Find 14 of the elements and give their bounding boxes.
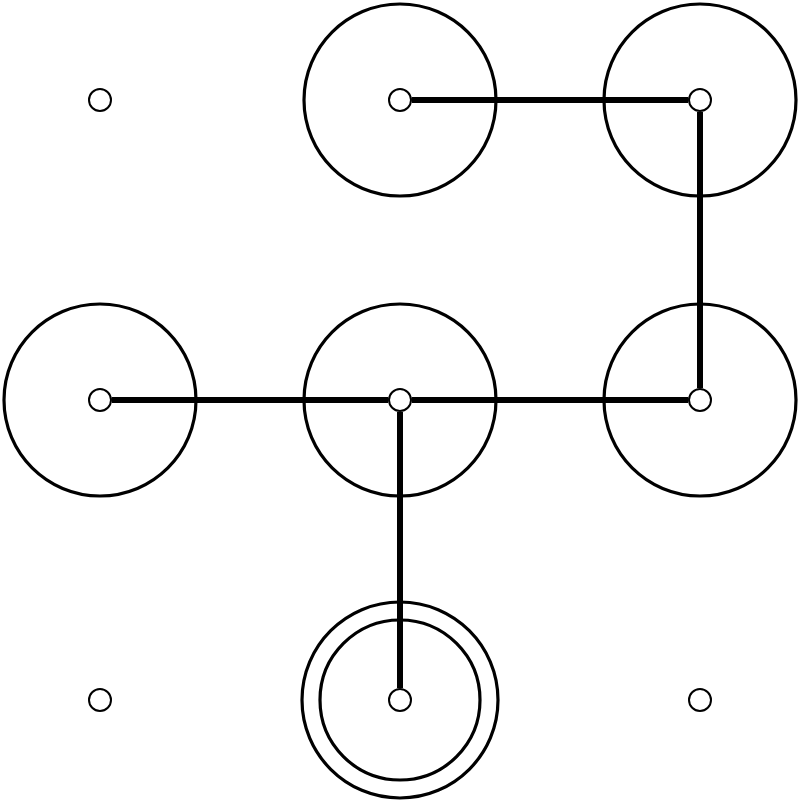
pattern-line — [112, 397, 388, 403]
dot — [388, 388, 412, 412]
dot — [688, 688, 712, 712]
dot — [688, 388, 712, 412]
dot — [388, 688, 412, 712]
dot — [88, 88, 112, 112]
dot — [88, 388, 112, 412]
pattern-line — [412, 397, 688, 403]
dot — [388, 88, 412, 112]
pattern-line — [397, 412, 403, 688]
pattern-line — [697, 112, 703, 388]
dot — [688, 88, 712, 112]
pattern-line — [412, 97, 688, 103]
dot — [88, 688, 112, 712]
